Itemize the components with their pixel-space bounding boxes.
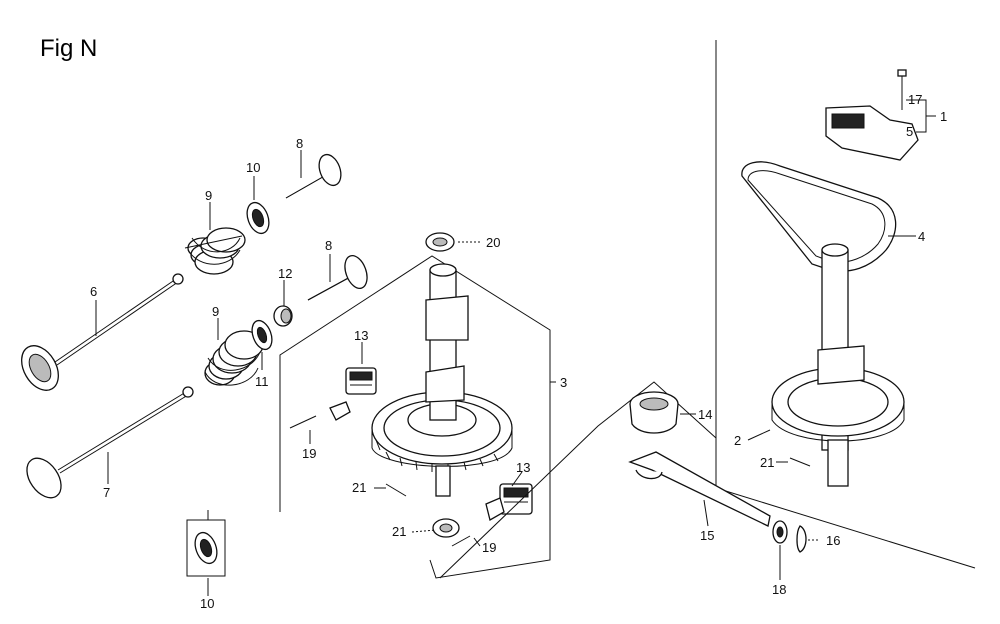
callout-8-lower: 8 xyxy=(325,238,332,253)
governor-weight-14 xyxy=(629,391,679,434)
camshaft-2 xyxy=(771,243,905,487)
washer-18 xyxy=(772,520,788,544)
clip-lower xyxy=(485,497,505,521)
callout-9-upper: 9 xyxy=(205,188,212,203)
callout-18: 18 xyxy=(772,582,786,597)
callout-12: 12 xyxy=(278,266,292,281)
callout-4: 4 xyxy=(918,229,925,244)
governor-14-outline xyxy=(439,381,717,579)
camshaft-assembly xyxy=(371,263,513,497)
section-divider xyxy=(715,40,976,569)
retainer-10-upper xyxy=(246,201,270,235)
callout-labels: 6 7 8 8 9 9 10 10 11 12 13 13 20 21 3 21… xyxy=(90,92,947,611)
callout-6: 6 xyxy=(90,284,97,299)
callout-3: 3 xyxy=(560,375,567,390)
callout-9-lower: 9 xyxy=(212,304,219,319)
bracket-1 xyxy=(825,105,919,161)
pin-19-lower xyxy=(451,535,471,547)
pin-19-upper xyxy=(289,415,317,429)
clip-20 xyxy=(796,525,807,553)
tappet-8-lower xyxy=(307,255,368,301)
callout-8-upper: 8 xyxy=(296,136,303,151)
callout-2: 2 xyxy=(734,433,741,448)
cam-follower-13-lower xyxy=(499,483,533,515)
bolt-16 xyxy=(897,69,907,110)
callout-5: 5 xyxy=(906,124,913,139)
cam-follower-13-upper xyxy=(345,367,377,395)
pin-21-center xyxy=(385,483,407,497)
callout-14: 14 xyxy=(698,407,712,422)
camshaft-kit-outline xyxy=(279,255,551,579)
callout-13-lower: 13 xyxy=(516,460,530,475)
pin-21-right xyxy=(789,457,811,467)
callout-10-lower: 10 xyxy=(200,596,214,611)
valve-6 xyxy=(21,273,184,391)
tappet-8-upper xyxy=(285,153,342,199)
washer-17-lower xyxy=(432,518,460,538)
leader-lines xyxy=(95,99,936,596)
callout-21-center: 21 xyxy=(352,480,366,495)
callout-15: 15 xyxy=(700,528,714,543)
callout-13-upper: 13 xyxy=(354,328,368,343)
washer-17-upper xyxy=(425,232,455,252)
timing-belt-4 xyxy=(741,161,897,272)
cap-12 xyxy=(273,305,293,327)
callout-7: 7 xyxy=(103,485,110,500)
governor-arm-15 xyxy=(628,451,771,527)
clip-upper xyxy=(329,401,351,421)
callout-11: 11 xyxy=(255,374,269,389)
callout-17-lower: 21 xyxy=(392,524,406,539)
callout-16: 17 xyxy=(908,92,922,107)
callout-21-right: 21 xyxy=(760,455,774,470)
callout-19-upper: 19 xyxy=(302,446,316,461)
callout-1: 1 xyxy=(940,109,947,124)
valve-spring-upper xyxy=(184,227,246,275)
retainer-10-boxed xyxy=(186,519,226,577)
callout-17-upper: 20 xyxy=(486,235,500,250)
callout-19-lower: 19 xyxy=(482,540,496,555)
callout-20: 16 xyxy=(826,533,840,548)
valve-7 xyxy=(26,386,194,499)
figure-title: Fig N xyxy=(40,35,97,62)
callout-10-upper: 10 xyxy=(246,160,260,175)
retainer-11 xyxy=(251,319,273,351)
